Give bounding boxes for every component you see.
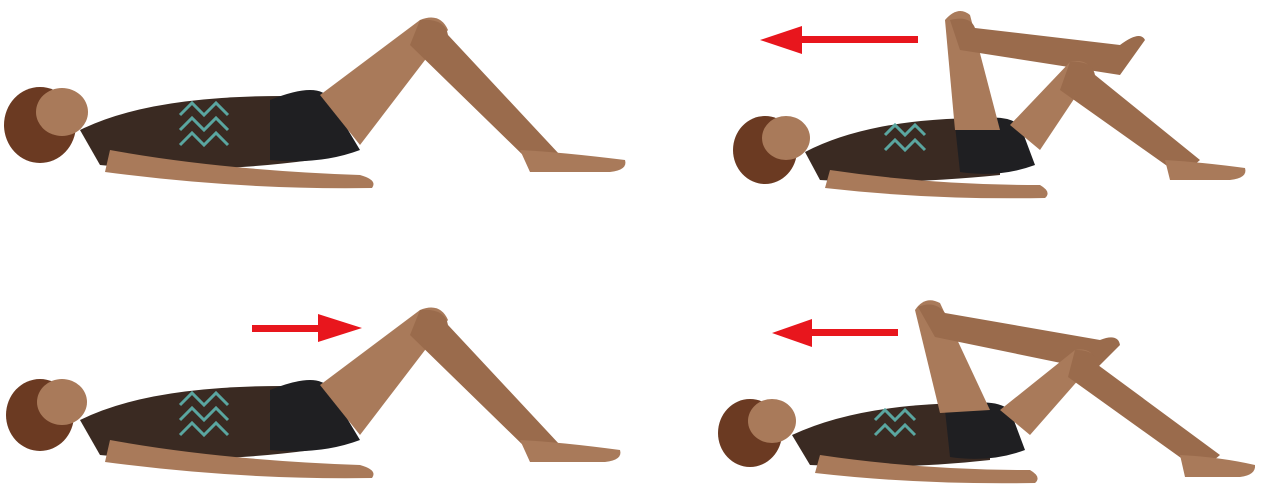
exercise-panel-leg-raised [700, 0, 1262, 210]
face [748, 399, 796, 443]
shin [410, 20, 560, 163]
foot [520, 440, 620, 462]
figure-leg-raised-illustration [700, 0, 1262, 210]
arrow-right-icon [252, 314, 362, 342]
arrow-left-icon [760, 26, 918, 54]
exercise-panel-leg-raised-repeat [700, 285, 1262, 487]
foot [1165, 160, 1245, 180]
exercise-panel-return [0, 290, 640, 487]
face [762, 116, 810, 160]
foot [520, 150, 625, 172]
support-shin [1060, 62, 1200, 172]
foot [1180, 455, 1255, 477]
face [37, 379, 87, 425]
face [36, 88, 88, 136]
figure-knees-bent-illustration [0, 0, 640, 200]
figure-knees-bent-illustration [0, 290, 640, 487]
support-shin [1068, 350, 1220, 467]
shin [410, 310, 560, 453]
figure-leg-raised-illustration [700, 285, 1262, 487]
arrow-left-icon [772, 319, 898, 347]
exercise-panel-start-position [0, 0, 640, 200]
